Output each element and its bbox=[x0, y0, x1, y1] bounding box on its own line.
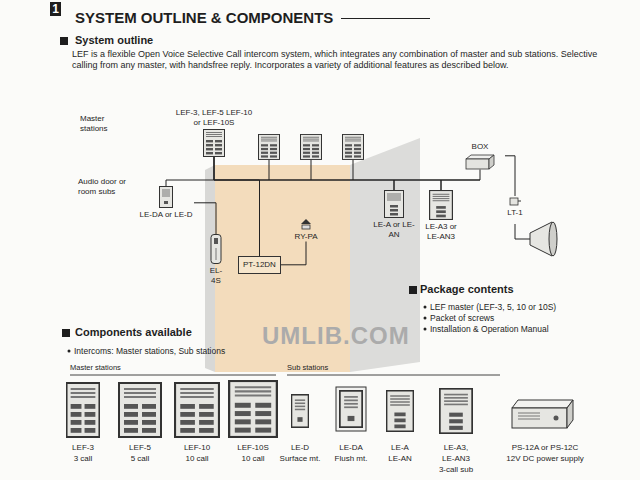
station-label: LE-A or LE-AN bbox=[372, 220, 416, 239]
wire bbox=[394, 180, 441, 190]
list-item: Installation & Operation Manual bbox=[430, 324, 620, 334]
station-label: LE-DA or LE-D bbox=[140, 210, 193, 220]
master-station-icon bbox=[203, 129, 225, 157]
line-transformer: LT-1 bbox=[500, 196, 530, 218]
part-name: LEF-10 bbox=[170, 443, 224, 453]
intro-paragraph: LEF is a flexible Open Voice Selective C… bbox=[72, 49, 617, 71]
station-label: LEF-3, LEF-5 LEF-10 or LEF-10S bbox=[174, 108, 254, 127]
station-label: BOX bbox=[472, 142, 489, 152]
station-label: EL-4S bbox=[205, 266, 227, 285]
part-name: LE-A3, bbox=[430, 443, 482, 453]
group-label: Audio door or room subs bbox=[78, 177, 134, 196]
list-item: Packet of screws bbox=[430, 313, 620, 323]
part-name: LEF-3 bbox=[60, 443, 106, 453]
wire bbox=[281, 242, 306, 265]
sub-station: LE-A3 or LE-AN3 bbox=[418, 190, 464, 241]
part-name: LEF-5 bbox=[115, 443, 165, 453]
part-note: 3-call sub bbox=[430, 465, 482, 475]
station-label: RY-PA bbox=[295, 232, 318, 242]
part-name: LEF-10S bbox=[225, 443, 281, 453]
page-title: SYSTEM OUTLINE & COMPONENTS bbox=[75, 9, 333, 27]
part-note: 10 call bbox=[225, 454, 281, 464]
handset-unit-icon bbox=[210, 234, 222, 264]
master-station: LEF-3, LEF-5 LEF-10 or LEF-10S bbox=[174, 108, 254, 157]
line-transformer-icon bbox=[509, 196, 521, 206]
door-sub-station-icon bbox=[159, 186, 173, 208]
handset-unit: EL-4S bbox=[205, 234, 227, 285]
group-label: Sub stations bbox=[287, 363, 407, 372]
watermark: UMLIB.COM bbox=[262, 322, 432, 351]
title-rule bbox=[341, 18, 430, 19]
door-sub-station: LE-DA or LE-D bbox=[138, 186, 194, 220]
part-note: 5 call bbox=[115, 454, 165, 464]
section-heading: Package contents bbox=[420, 283, 600, 296]
list-item: Intercoms: Master stations, Sub stations bbox=[74, 346, 374, 356]
part-note: 12V DC power supply bbox=[498, 454, 592, 464]
part-name: LE-DA bbox=[329, 443, 373, 453]
power-supply-box: PT-12DN bbox=[238, 256, 281, 274]
part-note: 3 call bbox=[60, 454, 106, 464]
part-name: LE-AN3 bbox=[430, 454, 482, 464]
wire bbox=[166, 157, 214, 186]
station-label: PT-12DN bbox=[243, 260, 276, 270]
wire bbox=[194, 203, 216, 234]
relay-unit-icon bbox=[299, 218, 313, 230]
junction-box-icon bbox=[465, 154, 495, 170]
part-note: Flush mt. bbox=[329, 454, 373, 464]
part-name: LE-D bbox=[280, 443, 320, 453]
sub-station-icon bbox=[384, 190, 404, 218]
sub-station-icon bbox=[429, 190, 453, 220]
section-heading: System outline bbox=[75, 34, 275, 47]
part-note: Surface mt. bbox=[276, 454, 324, 464]
section-heading: Components available bbox=[75, 326, 275, 339]
part-name: LE-A bbox=[378, 443, 422, 453]
junction-box: BOX bbox=[455, 142, 505, 170]
relay-unit: RY-PA bbox=[292, 218, 320, 242]
list-item: LEF master (LEF-3, 5, 10 or 10S) bbox=[430, 302, 620, 312]
station-label: LE-A3 or LE-AN3 bbox=[418, 222, 464, 241]
wire bbox=[505, 156, 515, 196]
wire bbox=[441, 170, 480, 191]
part-name: LE-AN bbox=[378, 454, 422, 464]
group-label: Master stations bbox=[70, 363, 190, 372]
wire bbox=[214, 157, 394, 190]
sub-station: LE-A or LE-AN bbox=[372, 190, 416, 239]
part-name: PS-12A or PS-12C bbox=[503, 443, 587, 453]
station-label: LT-1 bbox=[507, 208, 522, 218]
section-number: 1 bbox=[50, 2, 61, 16]
group-label: Master stations bbox=[80, 114, 128, 133]
part-note: 10 call bbox=[170, 454, 224, 464]
